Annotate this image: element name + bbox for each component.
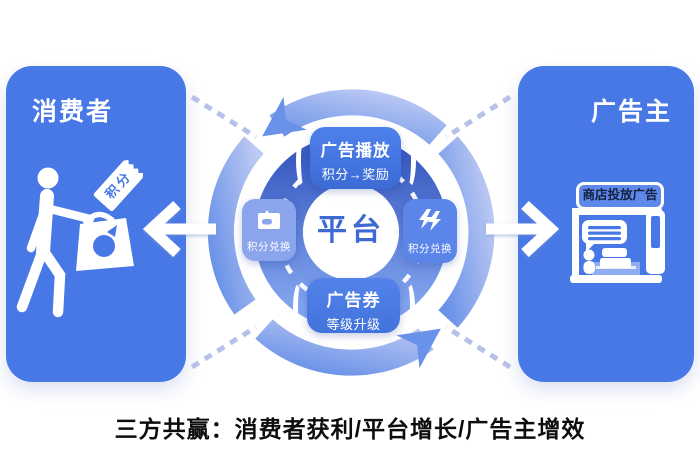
platform-label: 平台 — [317, 214, 385, 247]
node-ad-coupon-line2: 等级升级 — [326, 317, 381, 332]
node-points-redeem-left-label: 积分兑换 — [247, 240, 291, 253]
bracket-bottom-right — [400, 281, 415, 332]
node-points-redeem-right: 积分兑换 — [403, 199, 457, 263]
connector-bottom-right — [444, 324, 512, 370]
consumer-person-icon — [16, 167, 134, 318]
caption: 三方共赢：消费者获利/平台增长/广告主增效 — [114, 416, 586, 442]
consumer-title: 消费者 — [32, 98, 114, 126]
platform-disc — [303, 184, 399, 280]
node-ad-coupon: 广告券 等级升级 — [307, 278, 400, 333]
ring-arc-right — [438, 136, 495, 328]
flash-icon — [417, 207, 443, 238]
outer-cycle-ring — [207, 89, 495, 376]
connector-top-right — [444, 94, 512, 140]
ticket-icon — [256, 207, 282, 236]
node-ad-playback: 广告播放 积分→奖励 — [310, 127, 401, 189]
store-sign: 商店投放广告 — [576, 182, 664, 210]
node-ad-playback-line1: 广告播放 — [320, 142, 391, 160]
node-points-redeem-left: 积分兑换 — [242, 199, 296, 261]
bracket-bottom-left — [293, 281, 308, 332]
flow-arrows — [142, 200, 560, 258]
ring-arc-left — [207, 136, 264, 315]
connector-top-left — [190, 94, 258, 140]
connector-bottom-left — [190, 324, 258, 370]
arrow-to-advertiser-icon — [486, 200, 560, 258]
bracket-top-left — [296, 132, 311, 189]
connector-dashed-lines — [190, 94, 512, 370]
node-points-redeem-right-label: 积分兑换 — [408, 242, 452, 255]
ring-arc-top-arrow — [262, 89, 447, 145]
storefront-icon — [570, 208, 665, 283]
node-ad-coupon-line1: 广告券 — [326, 291, 381, 310]
advertiser-title: 广告主 — [590, 98, 672, 126]
arrow-to-consumer-icon — [142, 200, 216, 258]
node-ad-playback-line2: 积分→奖励 — [321, 167, 390, 182]
store-sign-label: 商店投放广告 — [582, 188, 658, 202]
bracket-top-right — [401, 132, 416, 189]
ring-arc-bottom-arrow — [255, 319, 441, 376]
